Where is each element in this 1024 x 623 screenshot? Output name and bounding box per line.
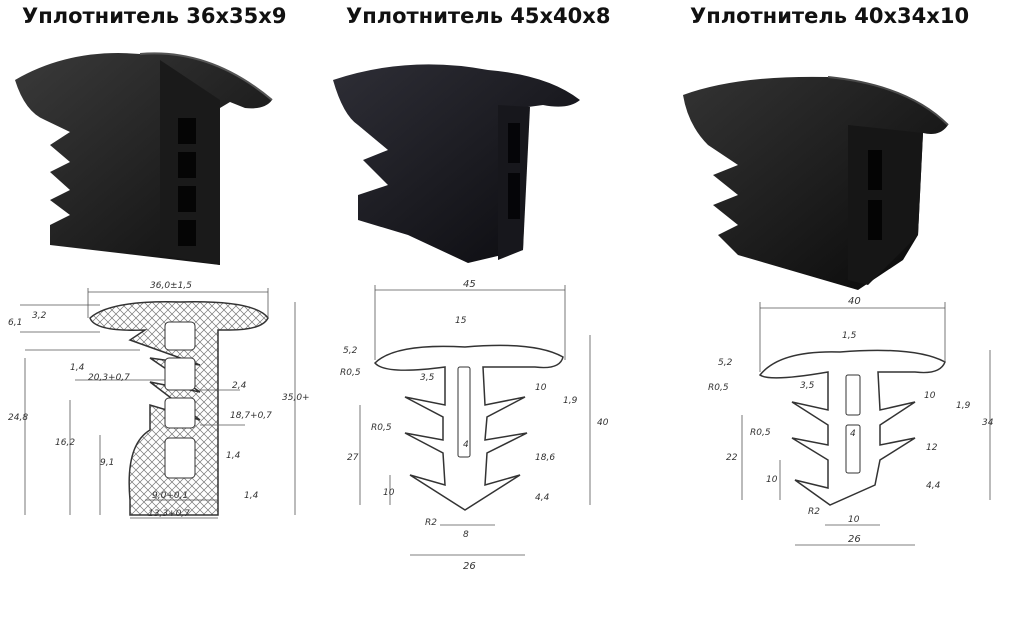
dim-3-13: 4,4	[926, 481, 941, 491]
dim-3-16: 26	[848, 534, 861, 545]
dim-3-2: 5,2	[718, 358, 733, 368]
product-title-1: Уплотнитель 36x35x9	[22, 4, 287, 28]
dim-1-8: 16,2	[55, 438, 75, 448]
dim-2-4: 3,5	[420, 373, 435, 383]
dim-3-15: 10	[848, 515, 860, 525]
drawing-3: 40 1,5 5,2 R0,5 3,5 10 1,9 R0,5 4 12 34 …	[708, 296, 994, 546]
dim-2-1: 15	[455, 316, 467, 326]
seal-photo-2	[333, 64, 580, 263]
dim-1-13: 13,3+0,7	[148, 509, 190, 519]
dim-1-11: 35,0+1,5	[282, 393, 310, 403]
dim-3-1: 1,5	[842, 331, 857, 341]
dim-2-15: 8	[463, 530, 469, 540]
dim-1-6: 24,8	[8, 413, 28, 423]
dim-3-7: R0,5	[750, 428, 771, 438]
dim-1-12: 9,0+0,1	[152, 491, 188, 501]
dim-3-11: 22	[726, 453, 738, 463]
dim-1-2: 6,1	[8, 318, 22, 328]
dim-1-10: 1,4	[226, 451, 241, 461]
drawing-2: 45 15 5,2 R0,5 3,5 10 1,9 R0,5 27 4 18,6…	[340, 279, 609, 572]
dim-2-14: R2	[425, 518, 437, 528]
product-title-2: Уплотнитель 45x40x8	[346, 4, 611, 28]
dim-2-11: 40	[597, 418, 609, 428]
dim-2-9: 4	[463, 440, 469, 450]
dim-2-13: 4,4	[535, 493, 550, 503]
dim-3-12: 10	[766, 475, 778, 485]
dim-2-2: 5,2	[343, 346, 358, 356]
dim-3-4: 3,5	[800, 381, 815, 391]
seal-photo-3	[683, 76, 949, 291]
seal-photo-1	[15, 52, 273, 266]
dim-1-1: 3,2	[32, 311, 47, 321]
dim-1-5: 2,4	[232, 381, 247, 391]
dim-1-0: 36,0±1,5	[150, 281, 192, 291]
dim-3-8: 4	[850, 429, 856, 439]
dim-2-8: 27	[347, 453, 359, 463]
dim-1-9: 9,1	[100, 458, 114, 468]
dim-1-3: 20,3+0,7	[88, 373, 130, 383]
product-title-3: Уплотнитель 40x34x10	[690, 4, 970, 28]
drawing-1: 36,0±1,5 3,2 6,1 20,3+0,7 1,4 2,4 24,8 1…	[8, 281, 310, 519]
dim-2-5: 10	[535, 383, 547, 393]
dim-2-7: R0,5	[371, 423, 392, 433]
dim-2-6: 1,9	[563, 396, 578, 406]
dim-3-5: 10	[924, 391, 936, 401]
dim-2-12: 10	[383, 488, 395, 498]
dim-3-10: 34	[982, 418, 994, 428]
dim-3-3: R0,5	[708, 383, 729, 393]
dim-3-14: R2	[808, 507, 820, 517]
dim-1-14: 1,4	[244, 491, 259, 501]
dim-3-9: 12	[926, 443, 938, 453]
dim-2-10: 18,6	[535, 453, 555, 463]
dim-2-0: 45	[463, 279, 476, 290]
dim-1-4: 1,4	[70, 363, 85, 373]
dim-3-6: 1,9	[956, 401, 971, 411]
dim-2-3: R0,5	[340, 368, 361, 378]
dim-2-16: 26	[463, 561, 476, 572]
dim-3-0: 40	[848, 296, 861, 307]
dim-1-7: 18,7+0,7	[230, 411, 272, 421]
